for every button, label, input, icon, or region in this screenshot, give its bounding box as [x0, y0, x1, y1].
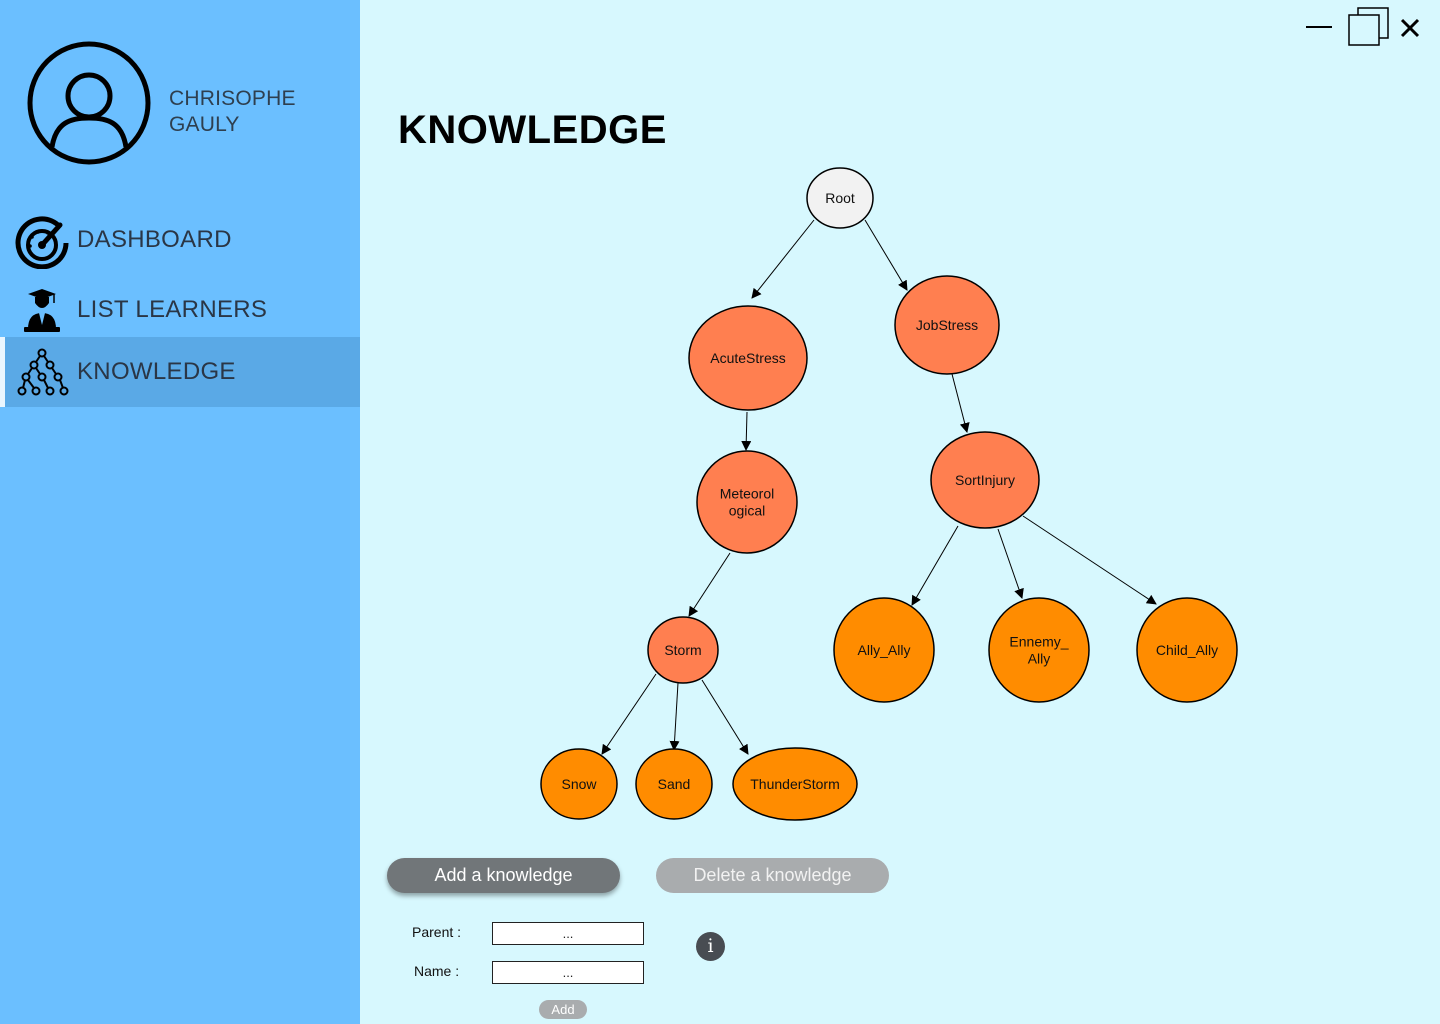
tree-edge-sort-child	[1022, 515, 1157, 605]
add-knowledge-button[interactable]: Add a knowledge	[387, 858, 620, 893]
tree-node-label: ogical	[729, 503, 766, 519]
nav-item-dashboard[interactable]: DASHBOARD	[0, 205, 360, 275]
parent-field[interactable]	[492, 922, 644, 945]
nav-label: LIST LEARNERS	[77, 296, 268, 323]
info-icon[interactable]: i	[696, 932, 725, 961]
tree-node-label: SortInjury	[955, 472, 1015, 488]
tree-node-shape	[540, 748, 618, 820]
user-avatar-icon	[27, 41, 151, 165]
tree-node-label: Storm	[664, 642, 701, 658]
tree-edge-root-job	[864, 219, 908, 291]
nav-label: KNOWLEDGE	[77, 358, 236, 385]
nav-item-knowledge[interactable]: KNOWLEDGE	[0, 337, 360, 407]
sidebar: CHRISOPHE GAULY DASHBOARD LIST LEARNERS	[0, 0, 360, 1024]
restore-icon[interactable]	[1346, 6, 1392, 48]
tree-edge-root-acute	[751, 219, 815, 299]
tree-node-shape	[635, 748, 713, 820]
name-label: Name :	[414, 963, 460, 979]
tree-node-label: Sand	[658, 776, 691, 792]
tree-node-label: Root	[825, 190, 855, 206]
tree-node-label: Ennemy_	[1009, 634, 1068, 650]
user-last-name: GAULY	[169, 113, 240, 136]
delete-knowledge-button[interactable]: Delete a knowledge	[656, 858, 889, 893]
tree-node-shape	[988, 597, 1090, 703]
tree-node-shape	[894, 275, 1000, 375]
tree-edge-sort-ally	[911, 525, 959, 606]
tree-edge-acute-meteo	[741, 411, 752, 451]
tree-node-thunder[interactable]: ThunderStorm	[732, 747, 858, 821]
name-field[interactable]	[492, 961, 644, 984]
tree-node-label: Child_Ally	[1156, 642, 1218, 658]
tree-node-label: AcuteStress	[710, 350, 785, 366]
tree-node-label: JobStress	[916, 317, 978, 333]
parent-label: Parent :	[412, 924, 462, 940]
tree-node-label: Meteorol	[720, 486, 774, 502]
tree-edge-meteo-storm	[688, 552, 731, 617]
tree-node-shape	[806, 167, 874, 229]
speedometer-icon	[15, 216, 69, 269]
tree-node-acute[interactable]: AcuteStress	[688, 305, 808, 411]
nav-label: DASHBOARD	[77, 226, 232, 253]
tree-node-sand[interactable]: Sand	[635, 748, 713, 820]
tree-node-root[interactable]: Root	[806, 167, 874, 229]
tree-edge-job-sort	[951, 373, 970, 433]
user-first-name: CHRISOPHE	[169, 87, 296, 110]
tree-node-sort[interactable]: SortInjury	[930, 431, 1040, 529]
tree-node-shape	[688, 305, 808, 411]
tree-node-ennemy[interactable]: Ennemy_Ally	[988, 597, 1090, 703]
close-icon[interactable]	[1398, 16, 1422, 40]
tree-edge-storm-snow	[601, 673, 657, 755]
tree-node-shape	[833, 597, 935, 703]
minimize-icon[interactable]	[1304, 16, 1334, 40]
tree-node-label: Ally	[1028, 651, 1051, 667]
tree-edge-storm-sand	[669, 682, 680, 751]
tree-node-label: Snow	[561, 776, 597, 792]
tree-node-label: Ally_Ally	[858, 642, 911, 658]
tree-node-shape	[696, 450, 798, 554]
tree-node-storm[interactable]: Storm	[647, 616, 719, 684]
tree-node-shape	[647, 616, 719, 684]
tree-network-icon	[17, 348, 69, 396]
tree-node-ally[interactable]: Ally_Ally	[833, 597, 935, 703]
tree-node-shape	[930, 431, 1040, 529]
tree-edge-sort-ennemy	[997, 528, 1024, 599]
nav-item-list-learners[interactable]: LIST LEARNERS	[0, 275, 360, 345]
tree-edge-storm-thunder	[701, 679, 749, 755]
add-submit-button[interactable]: Add	[539, 1000, 587, 1019]
tree-node-label: ThunderStorm	[750, 776, 839, 792]
user-name: CHRISOPHE GAULY	[169, 86, 339, 138]
tree-node-job[interactable]: JobStress	[894, 275, 1000, 375]
page-title: KNOWLEDGE	[398, 108, 667, 152]
tree-node-shape	[732, 747, 858, 821]
tree-node-snow[interactable]: Snow	[540, 748, 618, 820]
graduate-icon	[24, 289, 60, 332]
tree-node-child[interactable]: Child_Ally	[1136, 597, 1238, 703]
tree-node-shape	[1136, 597, 1238, 703]
